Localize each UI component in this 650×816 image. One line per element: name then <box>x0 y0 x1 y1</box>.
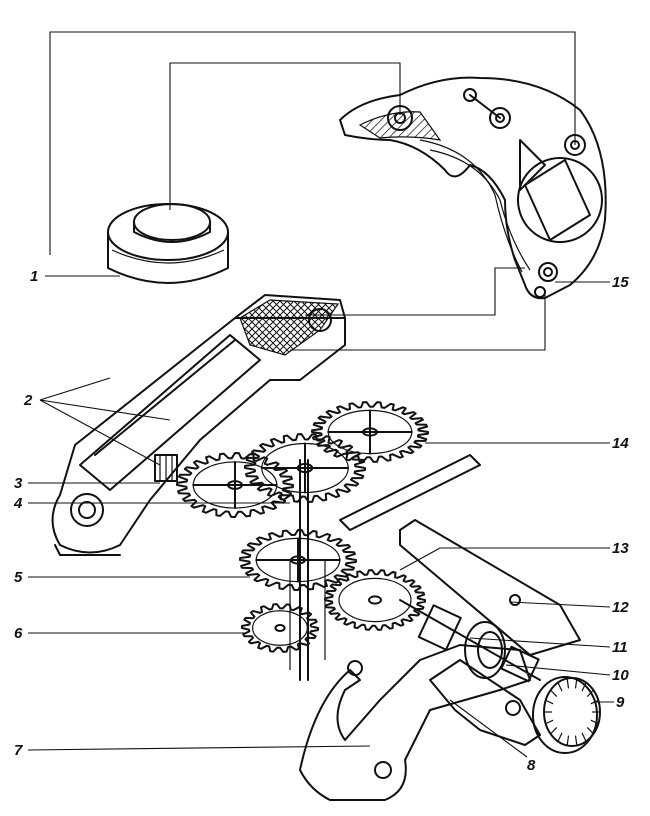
fourth-wheel <box>311 401 429 463</box>
gear-train <box>176 401 429 653</box>
callout-1: 1 <box>30 268 38 285</box>
callout-14: 14 <box>612 435 629 452</box>
circuit-wires <box>49 31 576 351</box>
callout-10: 10 <box>612 667 629 684</box>
crown <box>532 676 601 754</box>
callout-8: 8 <box>527 757 536 774</box>
bridge-plate <box>339 76 607 300</box>
crown-knurl-line <box>545 719 554 725</box>
reduction-wheel <box>324 569 426 631</box>
crown-knurl-line <box>581 732 587 742</box>
callout-2: 2 <box>23 392 33 409</box>
callout-5: 5 <box>14 569 23 586</box>
crown-knurl-line <box>557 682 563 692</box>
callout-4: 4 <box>13 495 23 512</box>
crown-knurl-line <box>586 689 594 697</box>
arbors <box>289 459 326 681</box>
crown-knurl-line <box>566 735 570 746</box>
crown-knurl-line <box>557 732 563 742</box>
callout-7: 7 <box>14 742 23 759</box>
minute-wheel <box>239 529 357 591</box>
callout-3: 3 <box>14 475 23 492</box>
third-wheel <box>176 452 294 518</box>
callout-11: 11 <box>612 639 628 656</box>
center-wheel <box>244 433 366 503</box>
cannon-wheel <box>241 603 319 653</box>
winding-stem <box>399 599 541 683</box>
leader-lines <box>27 275 614 758</box>
lever-spring <box>339 454 581 656</box>
crown-knurl-line <box>574 735 578 746</box>
main-plate <box>51 294 346 556</box>
crown-knurl-line <box>550 689 558 697</box>
callout-9: 9 <box>616 694 625 711</box>
callout-6: 6 <box>14 625 23 642</box>
battery-cell <box>107 203 229 284</box>
crown-knurl-line <box>590 699 599 705</box>
yoke <box>429 659 541 746</box>
callout-13: 13 <box>612 540 629 557</box>
crown-knurl-line <box>574 678 578 689</box>
crown-knurl-line <box>581 682 587 692</box>
crown-knurl-line <box>545 699 554 705</box>
crown-knurl-line <box>590 719 599 725</box>
callout-15: 15 <box>612 274 629 291</box>
callout-12: 12 <box>612 599 629 616</box>
crown-knurl-line <box>550 727 558 735</box>
setting-lever <box>299 644 531 801</box>
crown-knurl-line <box>566 678 570 689</box>
crown-knurl-line <box>586 727 594 735</box>
callout-labels: 1 2 3 4 5 6 7 8 9 10 11 12 13 14 15 <box>13 268 629 774</box>
small-pinion <box>154 454 178 482</box>
